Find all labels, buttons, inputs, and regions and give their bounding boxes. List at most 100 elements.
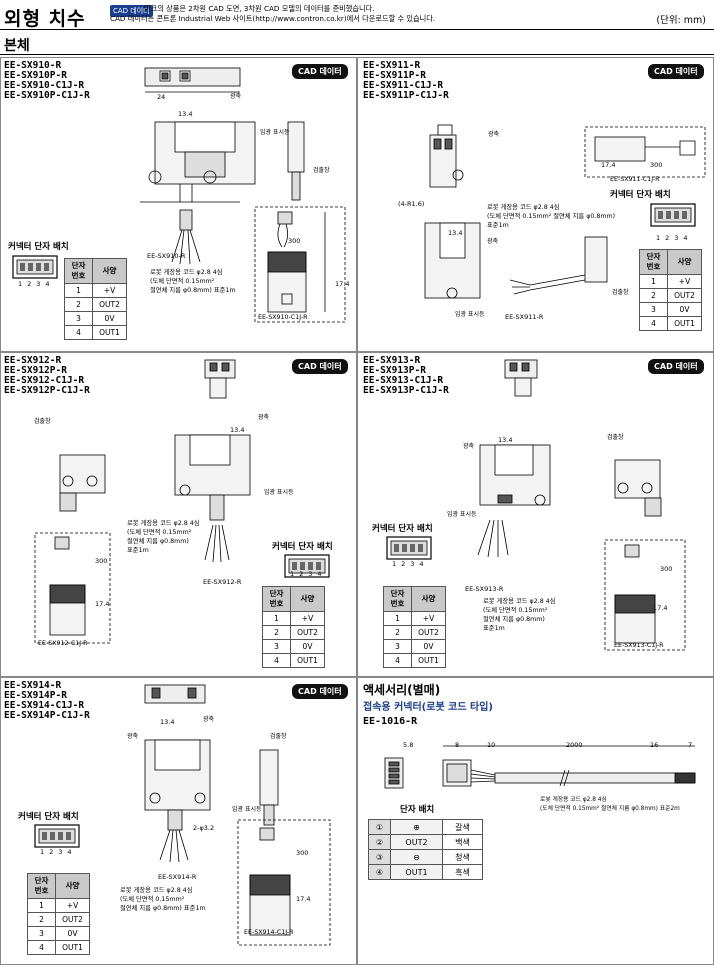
optical-axis-label: 광축 bbox=[203, 716, 215, 723]
model-name: EE-SX910-R bbox=[4, 60, 62, 71]
pin-no: 3 bbox=[64, 311, 93, 326]
model-name: EE-SX913-R bbox=[363, 355, 421, 366]
pin-spec: +V bbox=[667, 274, 702, 289]
model-name: EE-SX914-C1J-R bbox=[4, 700, 85, 711]
connector-pin-numbers: 1234 bbox=[656, 234, 693, 242]
pin-number: 2 bbox=[299, 570, 309, 578]
pin-no: 2 bbox=[639, 288, 668, 303]
pin-number: 1 bbox=[40, 848, 50, 856]
model-name: EE-SX912-C1J-R bbox=[4, 375, 85, 386]
detect-window-label: 검출창 bbox=[34, 418, 51, 425]
table-row: 1+V bbox=[262, 611, 325, 626]
model-name: EE-SX913P-R bbox=[363, 365, 426, 376]
pin-number: 3 bbox=[308, 570, 318, 578]
cable-model-label: EE-SX912-C1J-R bbox=[38, 640, 88, 647]
dim-label: 300 bbox=[288, 237, 301, 245]
optical-axis-label: 광축 bbox=[487, 238, 499, 245]
terminal-symbol: OUT2 bbox=[390, 834, 443, 850]
model-list-sx910: EE-SX910-R EE-SX910P-R EE-SX910-C1J-R EE… bbox=[4, 61, 90, 101]
pin-no: 2 bbox=[27, 912, 56, 927]
pin-no: 1 bbox=[64, 283, 93, 298]
model-name: EE-SX910P-C1J-R bbox=[4, 90, 90, 101]
cable-note-line: 절연체 지름 φ0.8mm) bbox=[483, 616, 545, 623]
pin-spec: OUT2 bbox=[411, 625, 446, 640]
cad-data-badge[interactable]: CAD 데이터 bbox=[292, 359, 348, 374]
cable-model-label: EE-SX910-C1J-R bbox=[258, 314, 308, 321]
body-model-label: EE-SX911-R bbox=[505, 313, 544, 321]
terminal-color: 청색 bbox=[442, 849, 483, 865]
pin-no: 2 bbox=[262, 625, 291, 640]
pin-number: 4 bbox=[67, 848, 77, 856]
cable-note-line: (도체 단면적 0.15mm² bbox=[127, 529, 192, 536]
cad-data-badge[interactable]: CAD 데이터 bbox=[648, 359, 704, 374]
emitter-label: 입광 표시등 bbox=[447, 511, 477, 518]
table-row: 1+V bbox=[383, 611, 446, 626]
cad-note-line2: CAD 데이터는 콘트론 Industrial Web 사이트(http://w… bbox=[110, 14, 436, 23]
model-name: EE-SX910-C1J-R bbox=[4, 80, 85, 91]
pin-spec: 0V bbox=[55, 926, 90, 941]
dim-label: 8 bbox=[455, 741, 460, 749]
connector-title: 커넥터 단자 배치 bbox=[272, 542, 333, 552]
pin-number: 2 bbox=[49, 848, 59, 856]
pin-no: 3 bbox=[383, 639, 412, 654]
pin-no: 4 bbox=[262, 653, 291, 668]
terminal-no: ③ bbox=[368, 849, 391, 865]
cad-data-badge[interactable]: CAD 데이터 bbox=[648, 64, 704, 79]
accessory-model: EE-1016-R bbox=[363, 716, 418, 727]
connector-icon bbox=[34, 824, 80, 848]
dim-label: 300 bbox=[95, 557, 108, 565]
cad-data-badge[interactable]: CAD 데이터 bbox=[292, 64, 348, 79]
cable-note-line: 로봇 게장용 코드 φ2.8 4심 bbox=[487, 204, 560, 211]
pin-no: 4 bbox=[27, 940, 56, 955]
terminal-no: ④ bbox=[368, 864, 391, 880]
cad-data-badge[interactable]: CAD 데이터 bbox=[292, 684, 348, 699]
dim-label: 13.4 bbox=[230, 426, 245, 434]
cable-note-line: 로봇 게장용 코드 φ2.8 4심 bbox=[120, 887, 193, 894]
diagram-sx911 bbox=[424, 124, 706, 299]
dim-label: 300 bbox=[296, 849, 309, 857]
optical-axis-label: 광축 bbox=[258, 414, 270, 421]
pin-spec-header: 사양 bbox=[290, 586, 325, 612]
dim-label: 13.4 bbox=[178, 110, 193, 118]
table-row: ①⊕갈색 bbox=[368, 819, 483, 835]
table-row: 1+V bbox=[639, 274, 702, 289]
dim-label: 5.8 bbox=[403, 741, 414, 749]
connector-icon bbox=[386, 536, 432, 560]
dim-label: 24 bbox=[157, 93, 166, 101]
cable-note-line: 로봇 게장용 코드 φ2.8 4심 bbox=[483, 598, 556, 605]
pin-no: 1 bbox=[639, 274, 668, 289]
pin-spec: +V bbox=[55, 898, 90, 913]
body-model-label: EE-SX910-R bbox=[147, 252, 186, 260]
pin-spec: 0V bbox=[290, 639, 325, 654]
detect-window-label: 검출창 bbox=[270, 733, 287, 740]
connector-pin-numbers: 1234 bbox=[40, 848, 77, 856]
pin-number: 4 bbox=[419, 560, 429, 568]
accessory-subtitle: 접속용 커넥터(로봇 코드 타입) bbox=[363, 702, 493, 713]
terminal-symbol: ⊕ bbox=[390, 819, 443, 835]
terminal-color: 갈색 bbox=[442, 819, 483, 835]
optical-axis-label: 광축 bbox=[463, 443, 475, 450]
header-divider bbox=[0, 29, 714, 30]
cad-note-line1: 마크의 상품은 2차원 CAD 도면, 3차원 CAD 모델의 데이터를 준비했… bbox=[144, 4, 375, 13]
pin-no-header: 단자 번호 bbox=[262, 586, 291, 612]
dim-label: 300 bbox=[650, 161, 663, 169]
connector-icon bbox=[650, 203, 696, 227]
pin-spec-header: 사양 bbox=[411, 586, 446, 612]
pin-spec: OUT2 bbox=[55, 912, 90, 927]
model-list-sx912: EE-SX912-R EE-SX912P-R EE-SX912-C1J-R EE… bbox=[4, 356, 90, 396]
terminal-no: ② bbox=[368, 834, 391, 850]
cable-note-line: 절연체 지름 φ0.8mm) 표준1m bbox=[150, 287, 236, 294]
model-name: EE-SX911-C1J-R bbox=[363, 80, 444, 91]
pin-no: 3 bbox=[639, 302, 668, 317]
dim-label: 17.4 bbox=[653, 604, 668, 612]
detect-window-label: 검출창 bbox=[607, 434, 624, 441]
